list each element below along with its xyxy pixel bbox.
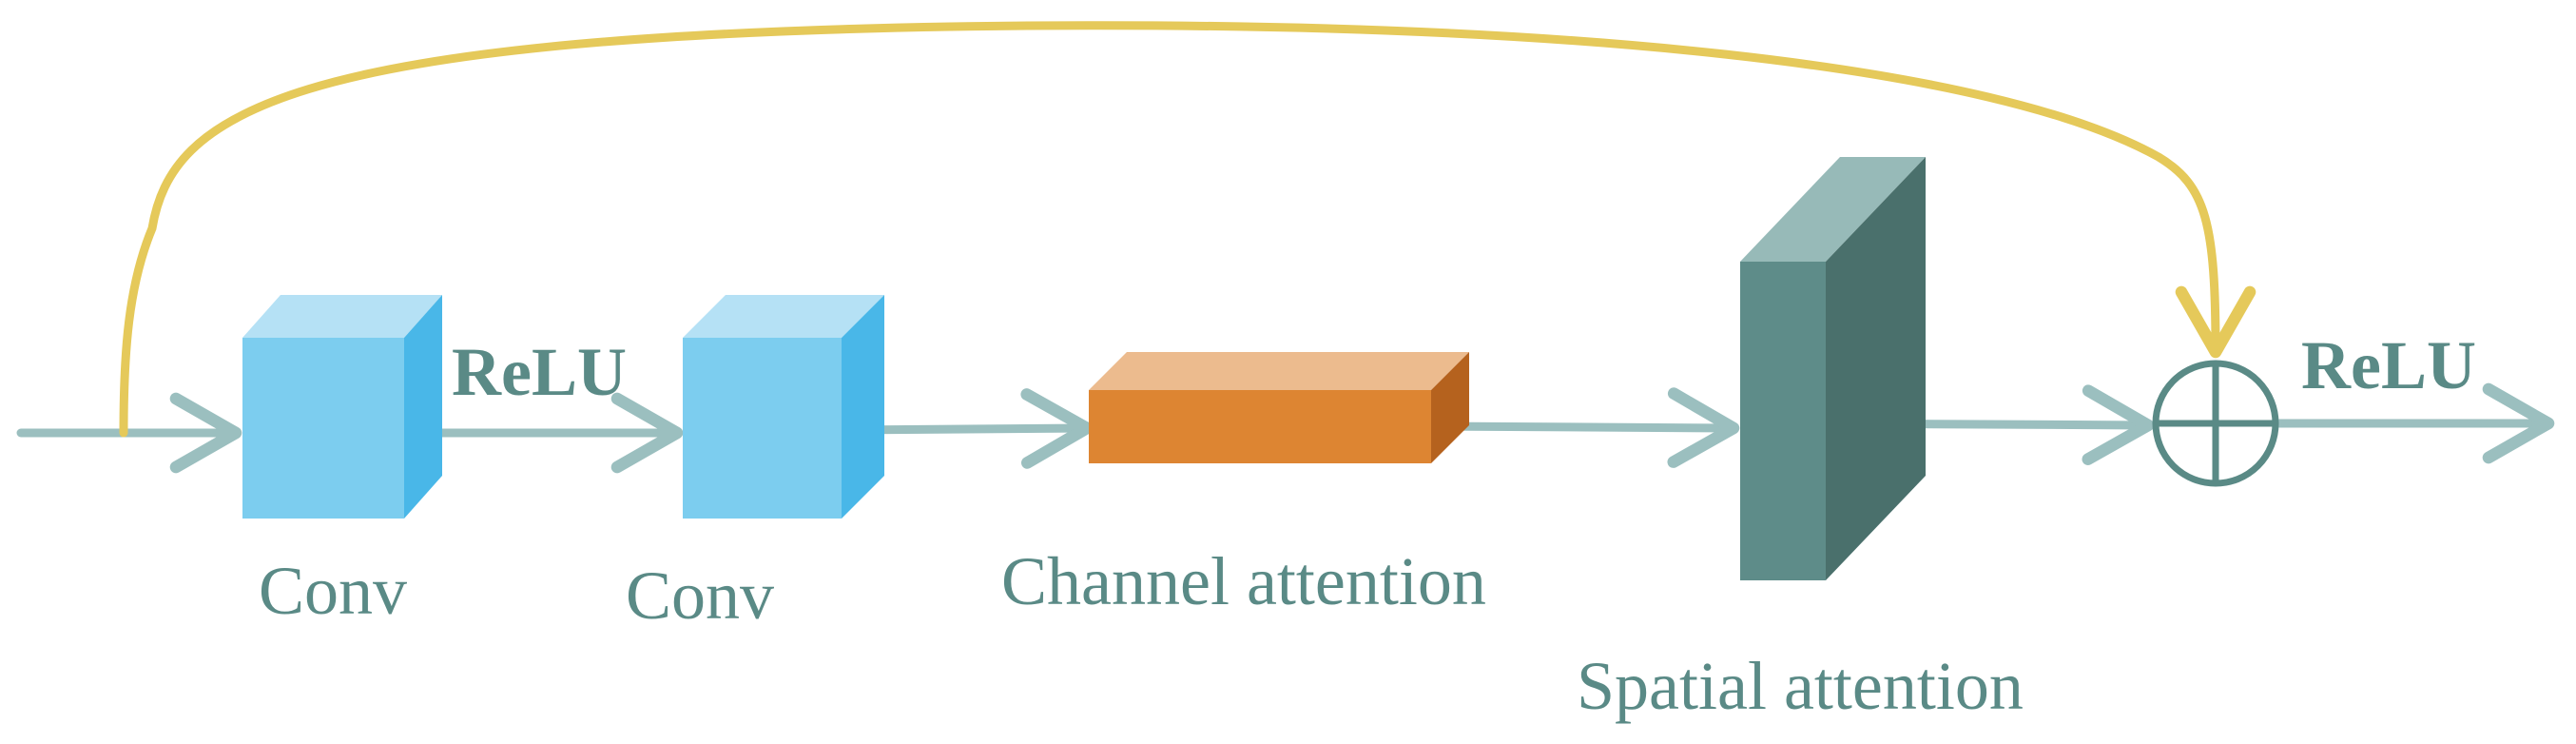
conv2-front-face xyxy=(683,338,842,519)
channel-attention-label: Channel attention xyxy=(1001,543,1486,619)
conv-block-2 xyxy=(683,295,884,519)
spatial-attention-label: Spatial attention xyxy=(1577,648,2024,724)
conv2-side-face xyxy=(842,295,884,519)
relu2-label: ReLU xyxy=(2301,327,2476,403)
spatial-front-face xyxy=(1740,262,1826,580)
channel-top-face xyxy=(1089,352,1469,390)
spatial-attention-block xyxy=(1740,157,1926,580)
conv2-label: Conv xyxy=(626,558,774,634)
conv1-front-face xyxy=(242,338,404,519)
skip-connection xyxy=(119,21,2256,438)
conv1-top-face xyxy=(242,295,442,338)
conv-block-1 xyxy=(242,295,442,519)
spatial-side-face xyxy=(1826,157,1926,580)
conv1-side-face xyxy=(404,295,442,519)
channel-front-face xyxy=(1089,390,1431,463)
conv1-label: Conv xyxy=(259,553,407,629)
conv2-top-face xyxy=(683,295,884,338)
channel-attention-block xyxy=(1089,352,1469,463)
channel-to-spatial-arrow xyxy=(1426,387,1740,468)
add-node xyxy=(2152,360,2279,487)
spatial-top-face xyxy=(1740,157,1926,262)
relu1-label: ReLU xyxy=(452,334,627,410)
channel-side-face xyxy=(1431,352,1469,463)
